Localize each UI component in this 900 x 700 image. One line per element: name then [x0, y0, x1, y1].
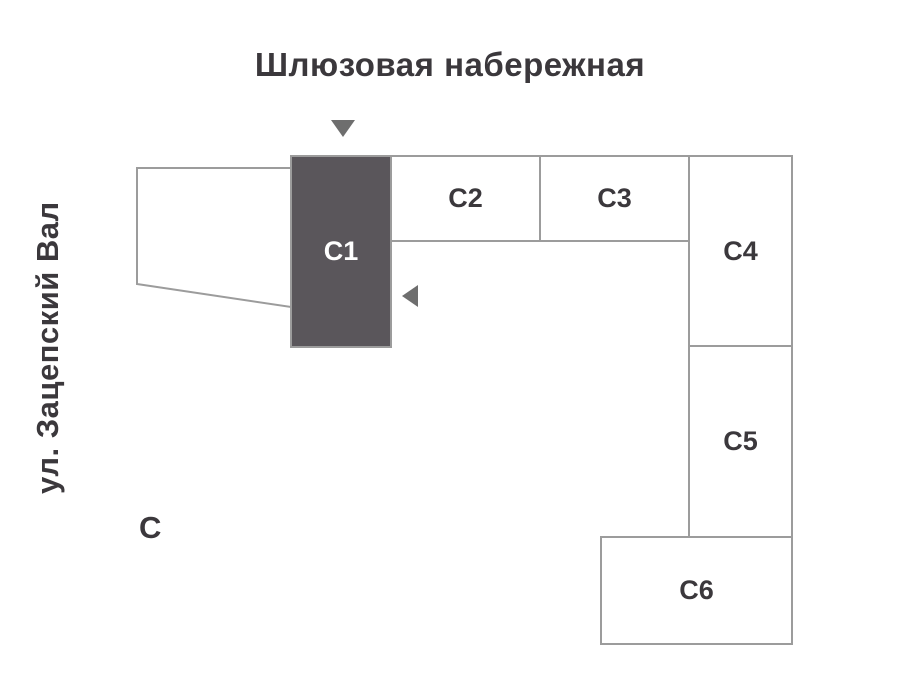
- building-label: С2: [448, 183, 483, 213]
- left-arrow-icon: [402, 285, 418, 307]
- building-c1-selected[interactable]: С1: [290, 155, 392, 348]
- building-c2[interactable]: С2: [390, 155, 541, 242]
- building-label: С3: [597, 183, 632, 213]
- building-label: С5: [723, 426, 758, 456]
- building-c3[interactable]: С3: [539, 155, 690, 242]
- page-title: Шлюзовая набережная: [254, 46, 646, 83]
- building-label: С4: [723, 235, 758, 266]
- compass-north-label: С: [139, 510, 162, 545]
- building-label: С6: [679, 575, 714, 605]
- building-label: С1: [323, 236, 359, 266]
- building-c5[interactable]: С5: [688, 345, 793, 538]
- street-label: ул. Зацепский Вал: [30, 201, 65, 494]
- down-arrow-icon: [331, 120, 355, 137]
- building-c4[interactable]: С4: [688, 155, 793, 347]
- building-c6[interactable]: С6: [600, 536, 793, 645]
